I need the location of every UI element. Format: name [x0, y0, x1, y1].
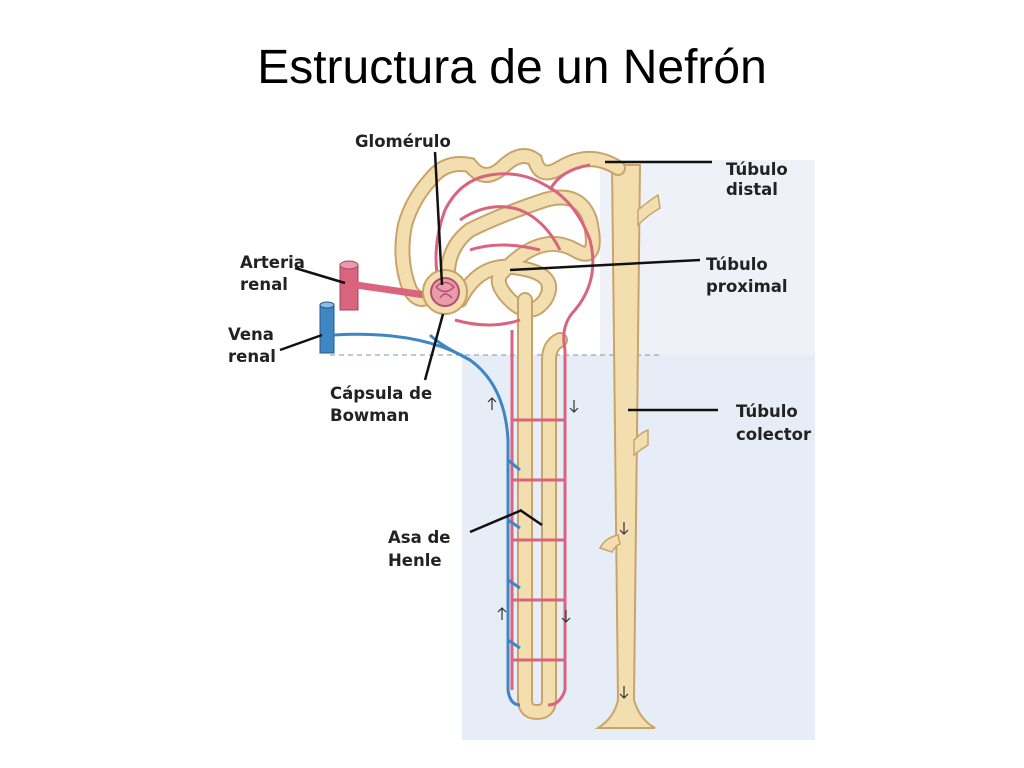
collecting-duct: [594, 164, 656, 729]
afferent-arteriole: [355, 281, 426, 299]
label-capsula-bowman-line2: Bowman: [330, 406, 409, 425]
label-arteria-renal-line2: renal: [240, 275, 288, 294]
flow-arrows: [487, 397, 629, 699]
label-tubulo-proximal-line2: proximal: [706, 277, 788, 296]
label-tubulo-colector-line2: colector: [736, 425, 812, 444]
label-tubulo-colector-line1: Túbulo: [736, 402, 798, 421]
slide-title: Estructura de un Nefrón: [257, 41, 767, 94]
label-tubulo-proximal-line1: Túbulo: [706, 255, 768, 274]
renal-artery: [339, 264, 359, 311]
venous-network: [333, 332, 521, 707]
label-asa-henle-line2: Henle: [388, 551, 442, 570]
label-vena-renal-line2: renal: [228, 347, 276, 366]
label-arteria-renal-line1: Arteria: [240, 253, 305, 272]
collecting-duct-branch-top: [637, 193, 661, 227]
renal-vein: [319, 304, 335, 354]
collecting-duct-branch-low: [598, 534, 621, 553]
label-capsula-bowman-line1: Cápsula de: [330, 384, 432, 403]
leader-lines: [279, 151, 718, 534]
label-vena-renal-line1: Vena: [228, 325, 274, 344]
label-asa-henle-line1: Asa de: [388, 528, 450, 547]
peritubular-capillaries: [434, 163, 595, 707]
label-tubulo-distal-line2: distal: [726, 180, 778, 199]
label-glomerulo: Glomérulo: [355, 132, 451, 151]
label-tubulo-distal-line1: Túbulo: [726, 160, 788, 179]
collecting-duct-branch-mid: [633, 428, 649, 457]
